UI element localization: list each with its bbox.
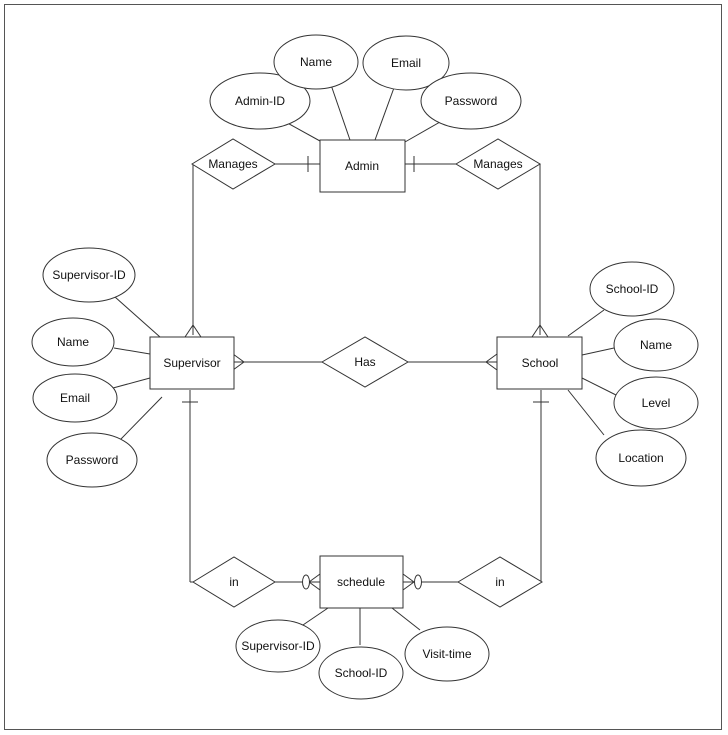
attribute-school-location: Location	[595, 429, 687, 487]
svg-text:in: in	[229, 575, 238, 589]
svg-text:Email: Email	[391, 56, 421, 70]
svg-text:Level: Level	[642, 396, 671, 410]
attribute-supervisor-email: Email	[32, 373, 118, 423]
optional-marker-left	[302, 574, 310, 590]
entity-admin: Admin	[319, 139, 406, 193]
attribute-school-level: Level	[613, 376, 699, 430]
svg-text:in: in	[495, 575, 504, 589]
svg-text:Supervisor-ID: Supervisor-ID	[241, 639, 315, 653]
attribute-supervisor-password: Password	[46, 432, 138, 488]
svg-text:Manages: Manages	[208, 157, 257, 171]
svg-text:School-ID: School-ID	[606, 282, 659, 296]
entity-schedule: schedule	[319, 555, 404, 609]
svg-text:Password: Password	[66, 453, 119, 467]
relationship-has: Has	[321, 336, 409, 388]
attribute-schedule-visit-time: Visit-time	[404, 626, 490, 682]
svg-text:Email: Email	[60, 391, 90, 405]
attribute-admin-id: Admin-ID	[209, 72, 311, 130]
attribute-school-name: Name	[613, 318, 699, 372]
attribute-admin-email: Email	[362, 35, 450, 91]
connector-lines	[112, 81, 617, 645]
entity-school-label: School	[522, 356, 559, 370]
entity-school: School	[496, 336, 583, 390]
attribute-supervisor-name: Name	[31, 317, 115, 367]
attribute-schedule-supervisor-id: Supervisor-ID	[235, 619, 321, 673]
relationship-in-left: in	[192, 556, 276, 608]
svg-text:Name: Name	[57, 335, 89, 349]
svg-text:School-ID: School-ID	[335, 666, 388, 680]
svg-text:Supervisor-ID: Supervisor-ID	[52, 268, 126, 282]
attribute-admin-name: Name	[273, 34, 359, 90]
relationship-in-right: in	[457, 556, 543, 608]
svg-text:Admin-ID: Admin-ID	[235, 94, 285, 108]
relationship-manages-right: Manages	[455, 138, 541, 190]
relationship-manages-left: Manages	[191, 138, 276, 190]
svg-text:Password: Password	[445, 94, 498, 108]
attribute-supervisor-id: Supervisor-ID	[42, 247, 136, 303]
attribute-schedule-school-id: School-ID	[318, 646, 404, 700]
attribute-school-id: School-ID	[589, 261, 675, 317]
diagram-frame	[4, 4, 722, 730]
entity-supervisor: Supervisor	[149, 336, 235, 390]
svg-text:Name: Name	[640, 338, 672, 352]
optional-marker-right	[414, 574, 422, 590]
svg-text:Has: Has	[354, 355, 375, 369]
svg-text:Name: Name	[300, 55, 332, 69]
svg-text:Location: Location	[618, 451, 663, 465]
attribute-admin-password: Password	[420, 72, 522, 130]
svg-text:Visit-time: Visit-time	[422, 647, 471, 661]
svg-text:Manages: Manages	[473, 157, 522, 171]
entity-admin-label: Admin	[345, 159, 379, 173]
entity-schedule-label: schedule	[337, 575, 385, 589]
entity-supervisor-label: Supervisor	[163, 356, 220, 370]
